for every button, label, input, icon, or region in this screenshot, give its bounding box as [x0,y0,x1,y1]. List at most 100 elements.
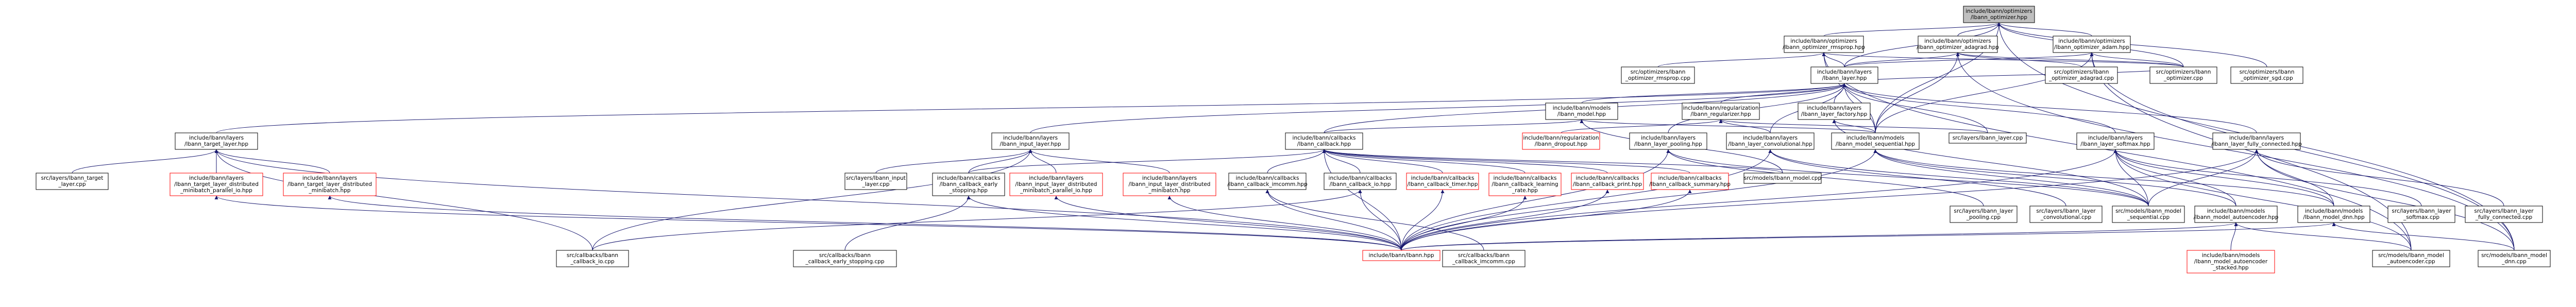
edge-layer_hpp-src_layer [1842,83,1988,133]
node-box [2076,132,2155,150]
node-src_conv[interactable]: src/layers/lbann_layer_convolutional.cpp [2029,206,2103,223]
node-opt_adam[interactable]: include/lbann/optimizers/lbann_optimizer… [2053,36,2131,53]
node-label-line: src/callbacks/lbann [567,252,618,259]
node-label-line: src/layers/lbann_layer [2036,208,2096,214]
node-box [1545,103,1618,120]
node-softmax_hpp[interactable]: include/lbann/layers/lbann_layer_softmax… [2076,132,2155,150]
node-label-line: include/lbann/layers [1817,69,1872,75]
edge-callback_hpp-cb_imcomm [1267,149,1326,174]
node-label-line: include/lbann/callbacks [1329,175,1392,181]
node-src_layer[interactable]: src/layers/lbann_layer.cpp [1948,132,2027,144]
node-src_sgd[interactable]: src/optimizers/lbann_optimizer_sgd.cpp [2230,66,2303,84]
node-src_input[interactable]: src/layers/lbann_input_layer.cpp [844,173,907,190]
node-src_softmax[interactable]: src/layers/lbann_layer_softmax.cpp [2387,206,2455,223]
node-pooling_hpp[interactable]: include/lbann/layers/lbann_layer_pooling… [1629,132,1707,150]
node-src_target[interactable]: src/layers/lbann_target_layer.cpp [36,173,109,190]
node-label-line: /lbann_layer_convolutional.hpp [1728,141,1812,147]
edge-opt_rmsprop-seq_hpp [1822,52,1876,133]
node-label-line: /lbann_optimizer_rmsprop.hpp [1783,44,1865,50]
edge-seq_hpp-lbann_hpp [1401,149,1877,251]
node-src_pooling[interactable]: src/layers/lbann_layer_pooling.cpp [1950,206,2018,223]
node-cb_imcomm[interactable]: include/lbann/callbacks/lbann_callback_i… [1227,173,1308,190]
node-target_dist[interactable]: include/lbann/layers/lbann_target_layer_… [283,173,377,196]
edge-fc_hpp-src_fc [2255,149,2504,207]
node-label-line: _optimizer_sgd.cpp [2240,75,2293,81]
node-label-line: src/models/lbann_model.cpp [1744,175,1822,181]
node-src_seq[interactable]: src/models/lbann_model_sequential.cpp [2112,206,2185,223]
node-label-line: _autoencoder.cpp [2386,259,2435,265]
node-reg_hpp[interactable]: include/lbann/regularization/lbann_regul… [1682,103,1760,120]
node-label-line: include/lbann/callbacks [1293,135,1356,141]
node-src_model[interactable]: src/models/lbann_model.cpp [1743,173,1822,184]
node-label-line: _softmax.cpp [2403,214,2439,220]
node-src_dnn[interactable]: src/models/lbann_model_dnn.cpp [2478,250,2551,267]
node-opt_adagrad[interactable]: include/lbann/optimizers/lbann_optimizer… [1917,36,1999,53]
edge-callback_hpp-cb_timer [1322,149,1443,174]
node-target_layer[interactable]: include/lbann/layers/lbann_target_layer.… [175,132,258,150]
edge-cb_io-src_cb_io [592,189,1362,251]
node-seq_hpp[interactable]: include/lbann/models/lbann_model_sequent… [1831,132,1920,150]
node-label-line: _minibatch_parallel_io.hpp [1020,187,1092,194]
edge-root-opt_adam [1997,22,2092,37]
node-input_par_io[interactable]: include/lbann/layers/lbann_input_layer_d… [1009,173,1103,196]
node-target_par_io[interactable]: include/lbann/layers/lbann_target_layer_… [170,173,263,196]
node-cb_print[interactable]: include/lbann/callbacks/lbann_callback_p… [1571,173,1644,190]
node-src_autoenc[interactable]: src/models/lbann_model_autoencoder.cpp [2372,250,2450,267]
node-box [2212,132,2301,150]
node-dropout[interactable]: include/lbann/regularization/lbann_dropo… [1522,132,1600,150]
node-cb_lr[interactable]: include/lbann/callbacks/lbann_callback_l… [1488,173,1562,196]
node-cb_early[interactable]: include/lbann/callbacks/lbann_callback_e… [932,173,1005,196]
node-label-line: /lbann_callback_io.hpp [1330,181,1391,187]
node-box [1406,173,1479,190]
node-fc_hpp[interactable]: include/lbann/layers/lbann_layer_fully_c… [2211,132,2302,150]
node-label-line: include/lbann/layers [1641,135,1696,141]
node-box [1488,173,1562,196]
node-src_cb_early[interactable]: src/callbacks/lbann_callback_early_stopp… [793,250,897,267]
node-label-line: include/lbann/layers [1743,135,1798,141]
node-layer_factory[interactable]: include/lbann/layers/lbann_layer_factory… [1798,103,1871,120]
node-label-line: src/models/lbann_model [2115,208,2181,214]
node-label-line: include/lbann/callbacks [1236,175,1299,181]
node-cb_io[interactable]: include/lbann/callbacks/lbann_callback_i… [1324,173,1397,190]
node-src_cb_imcomm[interactable]: src/callbacks/lbann_callback_imcomm.cpp [1442,250,1526,267]
node-box [1123,173,1216,196]
node-model_hpp[interactable]: include/lbann/models/lbann_model.hpp [1545,103,1618,120]
node-label-line: src/models/lbann_model [2378,252,2444,259]
node-label-line: _optimizer_rmsprop.cpp [1625,75,1691,81]
node-dnn_hpp[interactable]: include/lbann/models/lbann_model_dnn.hpp [2297,206,2370,223]
node-lbann_hpp[interactable]: include/lbann/lbann.hpp [1362,250,1440,261]
node-root[interactable]: include/lbann/optimizers/lbann_optimizer… [1963,6,2035,23]
node-layer_hpp[interactable]: include/lbann/layers/lbann_layer.hpp [1810,66,1878,84]
edge-fc_hpp-src_dnn [2255,149,2515,251]
node-cb_timer[interactable]: include/lbann/callbacks/lbann_callback_t… [1406,173,1479,190]
node-autoenc_hpp[interactable]: include/lbann/models/lbann_model_autoenc… [2194,206,2279,223]
edge-autoenc_hpp-lbann_hpp [1401,222,2238,251]
edge-opt_adagrad-seq_hpp [1875,52,1960,133]
node-callback_hpp[interactable]: include/lbann/callbacks/lbann_callback.h… [1285,132,1363,150]
node-stacked_hpp[interactable]: include/lbann/models/lbann_model_autoenc… [2187,250,2275,274]
node-src_rmsprop[interactable]: src/optimizers/lbann_optimizer_rmsprop.c… [1621,66,1695,84]
node-label-line: src/optimizers/lbann [2156,69,2211,75]
edge-callback_hpp-src_model [1322,149,1783,174]
edge-target_layer-src_cb_io [214,149,593,251]
node-opt_rmsprop[interactable]: include/lbann/optimizers/lbann_optimizer… [1783,36,1865,53]
node-label-line: _callback_imcomm.cpp [1452,259,1515,265]
node-src_adagrad[interactable]: src/optimizers/lbann_optimizer_adagrad.c… [2045,66,2118,84]
node-box [1629,132,1707,150]
edge-model_hpp-seq_hpp [1580,119,1876,133]
edges-layer [72,22,2515,251]
node-label-line: src/optimizers/lbann [1631,69,1686,75]
node-src_cb_io[interactable]: src/callbacks/lbann_callback_io.cpp [556,250,629,267]
node-src_fc[interactable]: src/layers/lbann_layer_fully_connected.c… [2465,206,2543,223]
node-src_optimizer[interactable]: src/optimizers/lbann_optimizer.cpp [2149,66,2217,84]
edge-input_layer-cb_early [968,149,1032,174]
node-input_dist[interactable]: include/lbann/layers/lbann_input_layer_d… [1123,173,1216,196]
node-label-line: /lbann_callback_learning [1492,181,1558,187]
edge-target_layer-target_dist [214,149,330,174]
node-box [1918,36,1998,53]
node-conv_hpp[interactable]: include/lbann/layers/lbann_layer_convolu… [1726,132,1815,150]
node-label-line: /lbann_input_layer.hpp [999,141,1061,147]
node-cb_summary[interactable]: include/lbann/callbacks/lbann_callback_s… [1649,173,1731,190]
node-input_layer[interactable]: include/lbann/layers/lbann_input_layer.h… [991,132,1070,150]
